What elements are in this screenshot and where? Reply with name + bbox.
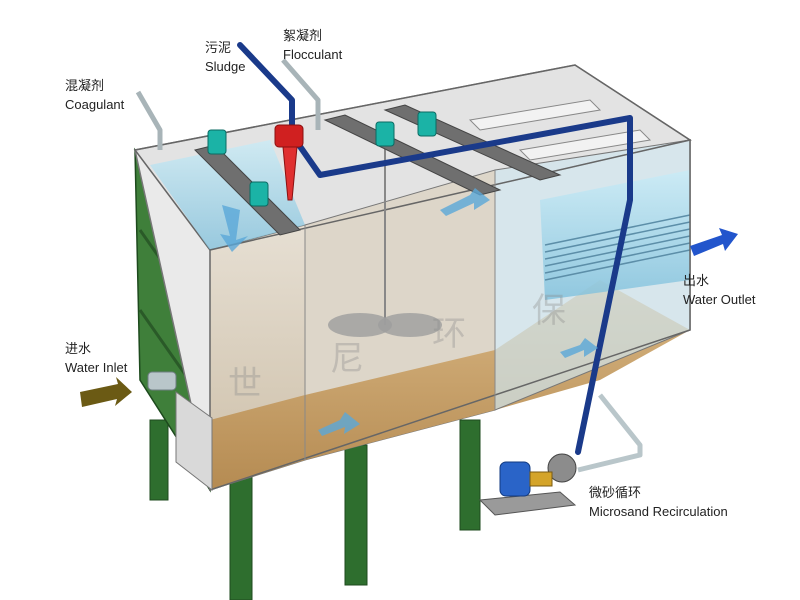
label-flocculant: 絮凝剂 Flocculant	[283, 26, 342, 64]
coagulation-water	[150, 140, 305, 250]
label-water-inlet-en: Water Inlet	[65, 360, 128, 375]
label-coagulant: 混凝剂 Coagulant	[65, 76, 124, 114]
tank-front-wall	[209, 139, 691, 492]
label-flocculant-en: Flocculant	[283, 47, 343, 62]
internal-flow-arrows	[220, 188, 598, 436]
microsand-pump	[478, 453, 577, 516]
label-microsand-en: Microsand Recirculation	[589, 504, 728, 519]
label-microsand-recirculation: 微砂循环 Microsand Recirculation	[589, 483, 728, 521]
control-box	[175, 391, 213, 492]
flocculant-pipe	[281, 58, 321, 130]
label-sludge-en: Sludge	[205, 59, 246, 74]
watermark-char-4: 保	[532, 291, 566, 331]
coagulant-pipe	[135, 90, 163, 150]
watermark-char-2: 尼	[330, 339, 364, 379]
watermark-char-1: 世	[228, 364, 262, 404]
label-microsand-zh: 微砂循环	[589, 485, 642, 500]
label-water-outlet: 出水 Water Outlet	[683, 271, 755, 309]
label-coagulant-en: Coagulant	[65, 97, 125, 112]
watermark: 世 尼 环 保	[228, 291, 566, 404]
label-water-outlet-zh: 出水	[683, 273, 710, 288]
water-inlet-arrow	[80, 377, 132, 407]
label-water-inlet-zh: 进水	[65, 341, 92, 356]
label-water-inlet: 进水 Water Inlet	[65, 339, 127, 377]
sludge-recirculation-pipe	[237, 42, 633, 455]
label-sludge-zh: 污泥	[205, 40, 232, 55]
water-outlet-arrow	[690, 228, 738, 256]
label-water-outlet-en: Water Outlet	[683, 292, 756, 307]
agitator-motors	[207, 111, 437, 207]
label-flocculant-zh: 絮凝剂	[283, 28, 323, 43]
flocculant-pump	[274, 124, 304, 201]
mixer-impeller	[328, 130, 442, 337]
watermark-char-3: 环	[432, 314, 466, 354]
settling-water	[540, 170, 690, 300]
microsand-return-pipe	[577, 393, 643, 473]
collection-troughs	[468, 99, 652, 161]
label-coagulant-zh: 混凝剂	[65, 78, 105, 93]
label-sludge: 污泥 Sludge	[205, 38, 245, 76]
inlet-flange	[147, 371, 177, 391]
